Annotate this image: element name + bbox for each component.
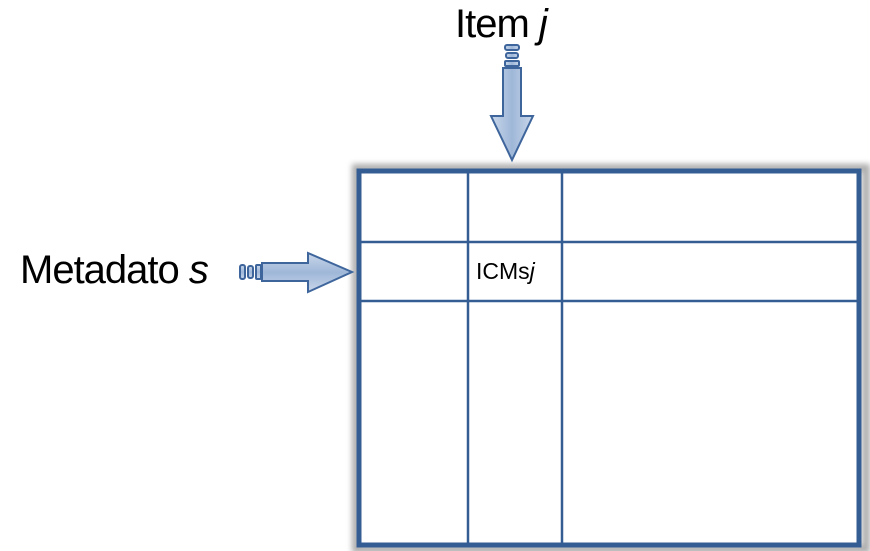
matrix-frame [356, 168, 862, 548]
metadato-label: Metadato s [20, 248, 209, 292]
item-label: Item j [455, 2, 548, 46]
metadato-arrow [239, 251, 355, 294]
matrix-cell-label: ICMsj [476, 258, 535, 284]
matrix-grid [359, 171, 859, 545]
matrix-shadow [352, 164, 870, 551]
item-arrow [489, 44, 535, 163]
